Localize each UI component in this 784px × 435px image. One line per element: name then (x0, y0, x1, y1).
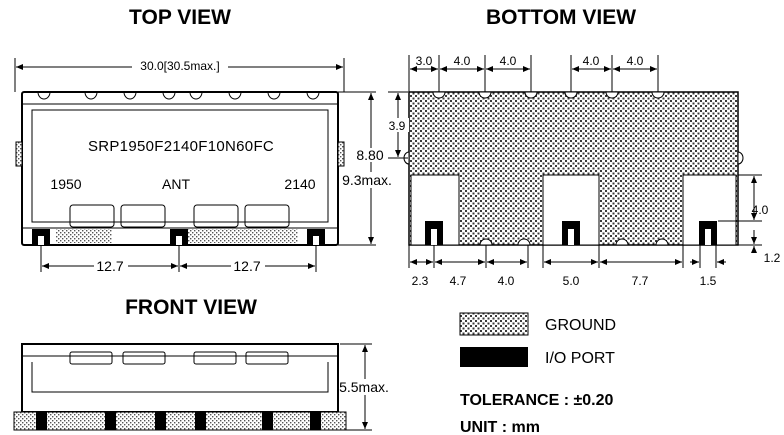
bottom-dim-bot-4: 5.0 (563, 274, 580, 288)
bottom-top-dims: 3.0 4.0 4.0 4.0 4.0 (408, 54, 659, 92)
dim-width-max: 9.3max. (342, 172, 392, 188)
legend: GROUND I/O PORT TOLERANCE : ±0.20 UNIT :… (459, 312, 616, 435)
front-pads (36, 412, 321, 430)
dim-width: 8.80 (356, 147, 383, 163)
front-view: 5.5max. (13, 343, 389, 431)
bottom-view-title: BOTTOM VIEW (486, 6, 636, 29)
front-tabs (69, 351, 289, 365)
bottom-dim-bot-3: 4.0 (498, 274, 515, 288)
dim-pitch-right: 12.7 (233, 258, 260, 274)
io-pads-bottom (425, 221, 717, 245)
bottom-dim-top-1: 3.0 (416, 54, 433, 68)
bottom-bottom-dims: 2.3 4.7 4.0 5.0 7.7 1.5 (408, 245, 726, 288)
legend-ground-swatch (459, 312, 529, 336)
bottom-dim-side-a: 4.0 (752, 203, 769, 217)
bottom-dim-bot-5: 7.7 (632, 274, 649, 288)
legend-ground-label: GROUND (545, 317, 616, 334)
part-number: SRP1950F2140F10N60FC (88, 138, 274, 155)
bottom-dim-top-3: 4.0 (500, 54, 517, 68)
top-castellations (37, 91, 320, 100)
bottom-dim-side-top: 3.9 (389, 119, 406, 133)
port-label-2140: 2140 (284, 176, 315, 192)
bottom-dim-side-b: 1.2 (764, 251, 781, 265)
bottom-view: 3.0 4.0 4.0 4.0 4.0 (385, 54, 781, 288)
bottom-dim-top-5: 4.0 (627, 54, 644, 68)
bottom-dim-bot-1: 2.3 (412, 274, 429, 288)
port-label-1950: 1950 (50, 176, 81, 192)
front-view-title: FRONT VIEW (125, 296, 257, 319)
top-view: 30.0[30.5max.] SRP1950F2140F10N60FC 1950… (14, 58, 392, 274)
io-pads-top (32, 229, 325, 245)
bottom-dim-bot-6: 1.5 (700, 274, 717, 288)
bottom-dim-top-2: 4.0 (454, 54, 471, 68)
legend-io-swatch (460, 347, 528, 367)
bottom-dim-top-4: 4.0 (583, 54, 600, 68)
bottom-dim-bot-2: 4.7 (450, 274, 467, 288)
top-bottom-tabs (69, 204, 290, 228)
dim-height: 5.5max. (339, 379, 389, 395)
dim-pitch-left: 12.7 (96, 258, 123, 274)
unit-note: UNIT : mm (460, 419, 540, 435)
port-label-ant: ANT (162, 176, 190, 192)
legend-io-label: I/O PORT (545, 350, 615, 367)
tolerance-note: TOLERANCE : ±0.20 (460, 392, 614, 409)
top-view-title: TOP VIEW (129, 6, 231, 29)
dim-length: 30.0[30.5max.] (140, 59, 219, 73)
